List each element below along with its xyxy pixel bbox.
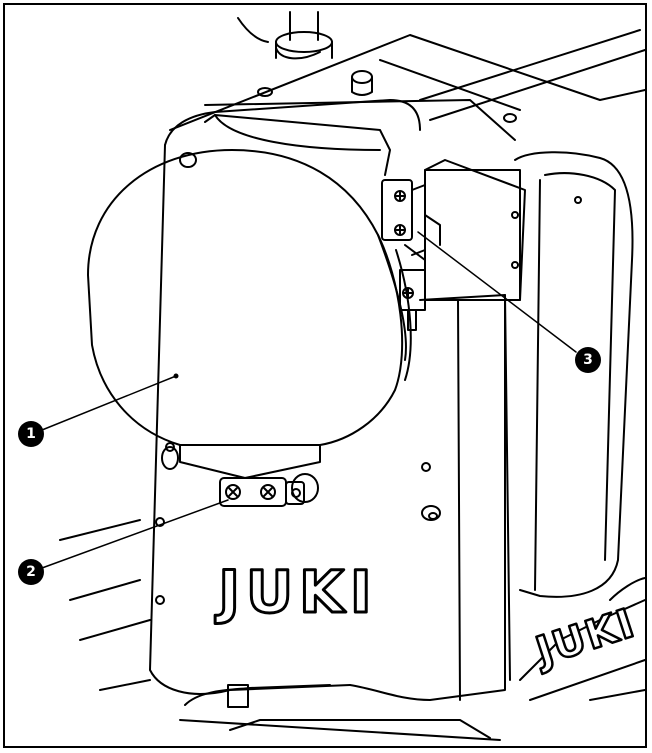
side-panel	[514, 151, 646, 701]
callout-1: 1	[18, 421, 44, 447]
diagram-frame	[3, 3, 647, 748]
callout-marker-2	[18, 559, 44, 585]
machine-arm	[169, 29, 646, 141]
machine-head-body	[59, 99, 511, 741]
callout-3: 3	[575, 347, 601, 373]
juki-logo-main: JUKI	[213, 557, 377, 628]
juki-logo-text: JUKI	[214, 558, 377, 626]
thread-pipe	[237, 11, 333, 60]
callout-label-2: 2	[26, 564, 36, 580]
callout-label-1: 1	[26, 426, 36, 442]
juki-logo-side-text: JUKI	[528, 600, 641, 676]
face-cover	[87, 114, 412, 479]
callout-2: 2	[18, 559, 44, 585]
callout-marker-3	[575, 347, 601, 373]
callout-marker-1	[18, 421, 44, 447]
cover-screw-left	[225, 484, 241, 500]
leader-lines	[41, 231, 577, 569]
hinge-bracket	[381, 159, 526, 331]
leader-line-1	[41, 375, 177, 431]
juki-logo-side: JUKI	[527, 599, 643, 677]
callout-label-3: 3	[583, 352, 593, 368]
cover-screw-right	[260, 484, 276, 500]
cover-screw-plate	[219, 473, 319, 507]
leader-line-2	[41, 499, 229, 569]
leader-line-3	[417, 231, 577, 353]
